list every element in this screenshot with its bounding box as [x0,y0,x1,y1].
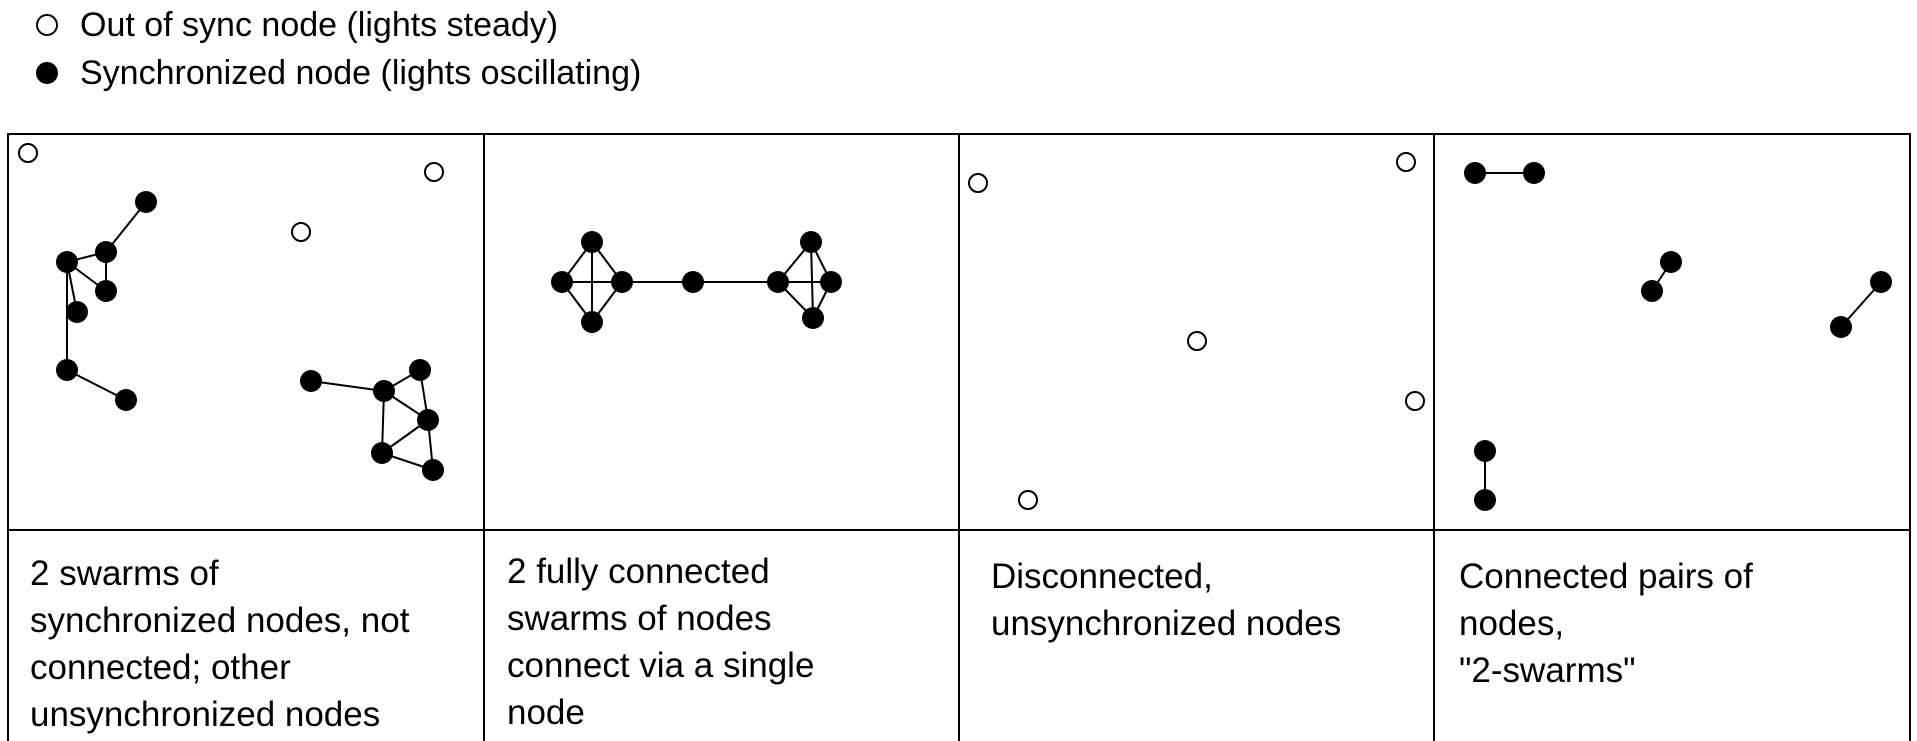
panel-grid [7,133,1911,741]
synchronized-node [1523,162,1545,184]
synchronized-node [56,251,78,273]
synchronized-node [371,442,393,464]
legend-label: Out of sync node (lights steady) [80,6,559,44]
edges [66,172,1882,500]
edge-a9-a10 [66,369,127,401]
panel-3-caption: Disconnected, unsynchronized nodes [991,557,1342,643]
synchronized-node [135,191,157,213]
out-of-sync-node [968,173,988,193]
synchronized-node [1474,440,1496,462]
out-of-sync-node [1405,391,1425,411]
synchronized-node [373,380,395,402]
synchronized-node [1870,271,1892,293]
synchronized-node [417,409,439,431]
synchronized-node [767,271,789,293]
synchronized-node [1464,162,1486,184]
synchronized-node [1474,489,1496,511]
edge-a11-a12 [310,380,385,392]
synchronized-node [1830,316,1852,338]
panel-4-caption: Connected pairs of nodes, "2-swarms" [1459,557,1753,690]
legend: Out of sync node (lights steady) Synchro… [0,0,1917,110]
synchronized-node [581,231,603,253]
synchronized-node [95,241,117,263]
synchronized-node [802,307,824,329]
out-of-sync-node [424,162,444,182]
synchronized-node [551,271,573,293]
out-of-sync-node [1018,490,1038,510]
legend-label: Synchronized node (lights oscillating) [80,54,642,92]
out-of-sync-node [1396,152,1416,172]
synchronized-node [1641,280,1663,302]
nodes [18,143,1892,511]
out-of-sync-node [1187,331,1207,351]
synchronized-node [66,301,88,323]
out-of-sync-node [291,222,311,242]
synchronized-node [682,271,704,293]
synchronized-node [95,280,117,302]
filled-circle-icon [36,62,58,84]
panel-2-caption: 2 fully connected swarms of nodes connec… [507,552,815,732]
out-of-sync-node [18,143,38,163]
synchronized-node [611,271,633,293]
synchronized-node [422,459,444,481]
panel-1-caption: 2 swarms of synchronized nodes, not conn… [30,554,410,734]
synchronized-node [1660,251,1682,273]
edge-b7-b9 [810,241,814,319]
legend-item-synchronized: Synchronized node (lights oscillating) [36,50,641,96]
legend-item-out-of-sync: Out of sync node (lights steady) [36,2,558,48]
synchronized-node [581,311,603,333]
hollow-circle-icon [36,14,58,36]
synchronized-node [300,370,322,392]
synchronized-node [800,231,822,253]
synchronized-node [115,389,137,411]
synchronized-node [820,271,842,293]
synchronized-node [56,359,78,381]
synchronized-node [409,359,431,381]
